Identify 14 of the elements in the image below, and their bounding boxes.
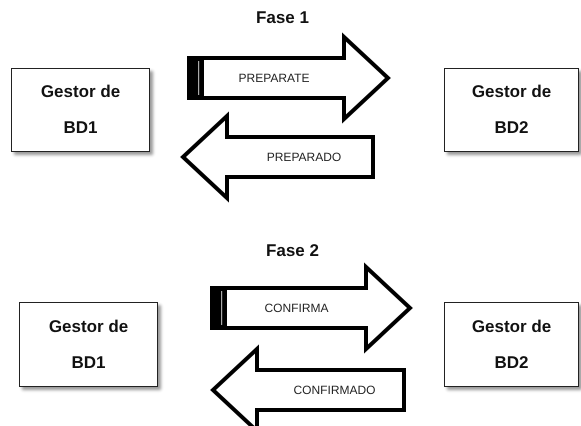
process-box: [444, 302, 579, 387]
node-label: Gestor de BD2: [470, 81, 552, 139]
process-box: [11, 68, 150, 152]
process-box: [19, 302, 158, 387]
phase-title: Fase 1: [256, 8, 309, 28]
phase-title: Fase 2: [266, 241, 319, 261]
process-box: [444, 68, 579, 152]
edge-label: PREPARADO: [266, 150, 342, 164]
edge-label: CONFIRMADO: [294, 383, 376, 397]
node-label: Gestor de BD1: [40, 81, 122, 139]
edge-label: PREPARATE: [238, 71, 310, 85]
node-label: Gestor de BD2: [470, 316, 552, 374]
node-label: Gestor de BD1: [48, 316, 130, 374]
edge-label: CONFIRMA: [264, 301, 328, 315]
